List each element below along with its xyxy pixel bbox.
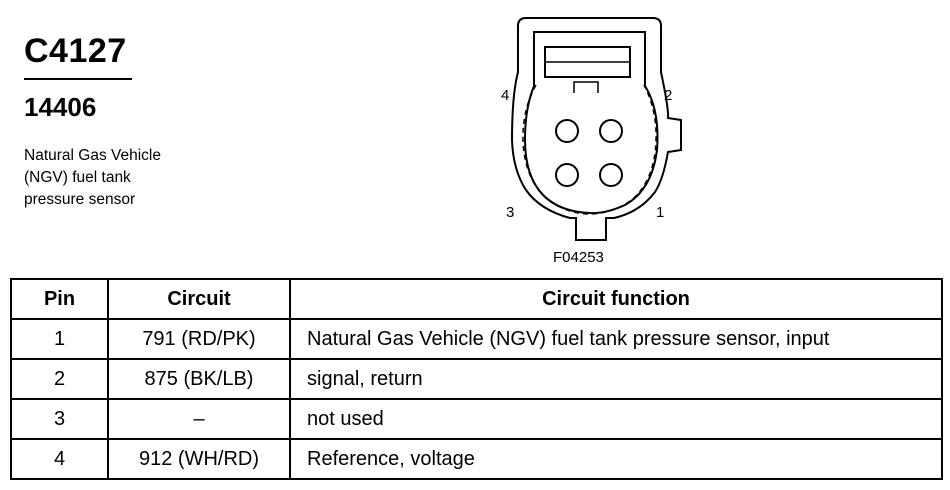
title-rule xyxy=(24,78,132,80)
description-line: (NGV) fuel tank xyxy=(24,169,131,186)
connector-face-diagram xyxy=(510,17,682,241)
table-row: 2 875 (BK/LB) signal, return xyxy=(10,358,943,400)
function-cell: signal, return xyxy=(289,358,943,400)
pin-label-2: 2 xyxy=(664,87,673,104)
function-cell: Reference, voltage xyxy=(289,438,943,480)
part-number: 14406 xyxy=(24,92,97,122)
pin-cavity xyxy=(555,163,579,187)
connector-id: C4127 xyxy=(24,32,127,70)
pin-cell: 2 xyxy=(10,358,109,400)
description-line: pressure sensor xyxy=(24,191,136,208)
column-header-circuit-function: Circuit function xyxy=(289,278,943,320)
pin-cavity xyxy=(555,119,579,143)
key-notch xyxy=(573,81,599,93)
connector-description: Natural Gas Vehicle (NGV) fuel tank pres… xyxy=(24,145,224,211)
connector-outer-housing xyxy=(510,17,682,241)
circuit-cell: – xyxy=(107,398,291,440)
function-cell: not used xyxy=(289,398,943,440)
pin-cavity xyxy=(599,163,623,187)
table-row: 4 912 (WH/RD) Reference, voltage xyxy=(10,438,943,480)
connector-seal-outline xyxy=(522,84,657,215)
description-line: Natural Gas Vehicle xyxy=(24,147,161,164)
table-row: 3 – not used xyxy=(10,398,943,440)
table-header-row: Pin Circuit Circuit function xyxy=(10,278,943,320)
pinout-table: Pin Circuit Circuit function 1 791 (RD/P… xyxy=(10,278,943,480)
circuit-cell: 791 (RD/PK) xyxy=(107,318,291,360)
column-header-pin: Pin xyxy=(10,278,109,320)
pin-cavity xyxy=(599,119,623,143)
function-cell: Natural Gas Vehicle (NGV) fuel tank pres… xyxy=(289,318,943,360)
connector-inner-boundary xyxy=(523,31,659,215)
pin-label-3: 3 xyxy=(506,204,515,221)
pin-cell: 1 xyxy=(10,318,109,360)
circuit-cell: 875 (BK/LB) xyxy=(107,358,291,400)
pin-label-4: 4 xyxy=(501,87,510,104)
circuit-cell: 912 (WH/RD) xyxy=(107,438,291,480)
pin-cell: 4 xyxy=(10,438,109,480)
pin-label-1: 1 xyxy=(656,204,665,221)
pin-cell: 3 xyxy=(10,398,109,440)
figure-code: F04253 xyxy=(553,249,604,266)
column-header-circuit: Circuit xyxy=(107,278,291,320)
table-row: 1 791 (RD/PK) Natural Gas Vehicle (NGV) … xyxy=(10,318,943,360)
